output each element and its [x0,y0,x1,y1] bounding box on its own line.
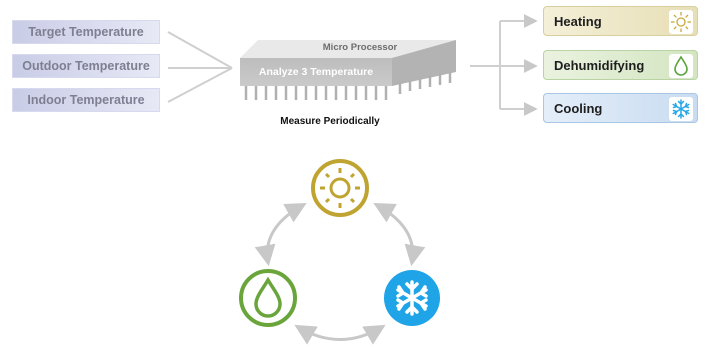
snowflake-icon [669,97,693,121]
microprocessor-chip [240,40,456,100]
output-dehumidifying: Dehumidifying [543,50,698,80]
cycle-connectors [254,202,426,345]
input-outdoor-temperature: Outdoor Temperature [12,54,160,78]
cycle-node-heating [311,159,369,217]
chip-pins [244,71,452,100]
output-heating-label: Heating [554,13,602,29]
processor-task: Analyze 3 Temperature [240,58,392,86]
input-indoor-temperature: Indoor Temperature [12,88,160,112]
snowflake-icon [396,280,428,316]
input-target-temperature: Target Temperature [12,20,160,44]
sun-icon [669,10,693,34]
output-cooling: Cooling [543,93,698,123]
output-cooling-label: Cooling [554,100,603,116]
sun-icon [320,168,360,208]
output-heating: Heating [543,6,698,36]
output-dehumidifying-label: Dehumidifying [554,57,645,73]
droplet-icon [254,276,282,318]
cycle-node-dehumidifying [239,269,297,327]
processor-caption: Measure Periodically [280,116,380,127]
cycle-node-cooling [384,270,440,326]
output-connector-arrows [470,14,538,116]
processor-title: Micro Processor [322,42,398,53]
droplet-icon [669,54,693,78]
input-connector-lines [167,31,233,103]
